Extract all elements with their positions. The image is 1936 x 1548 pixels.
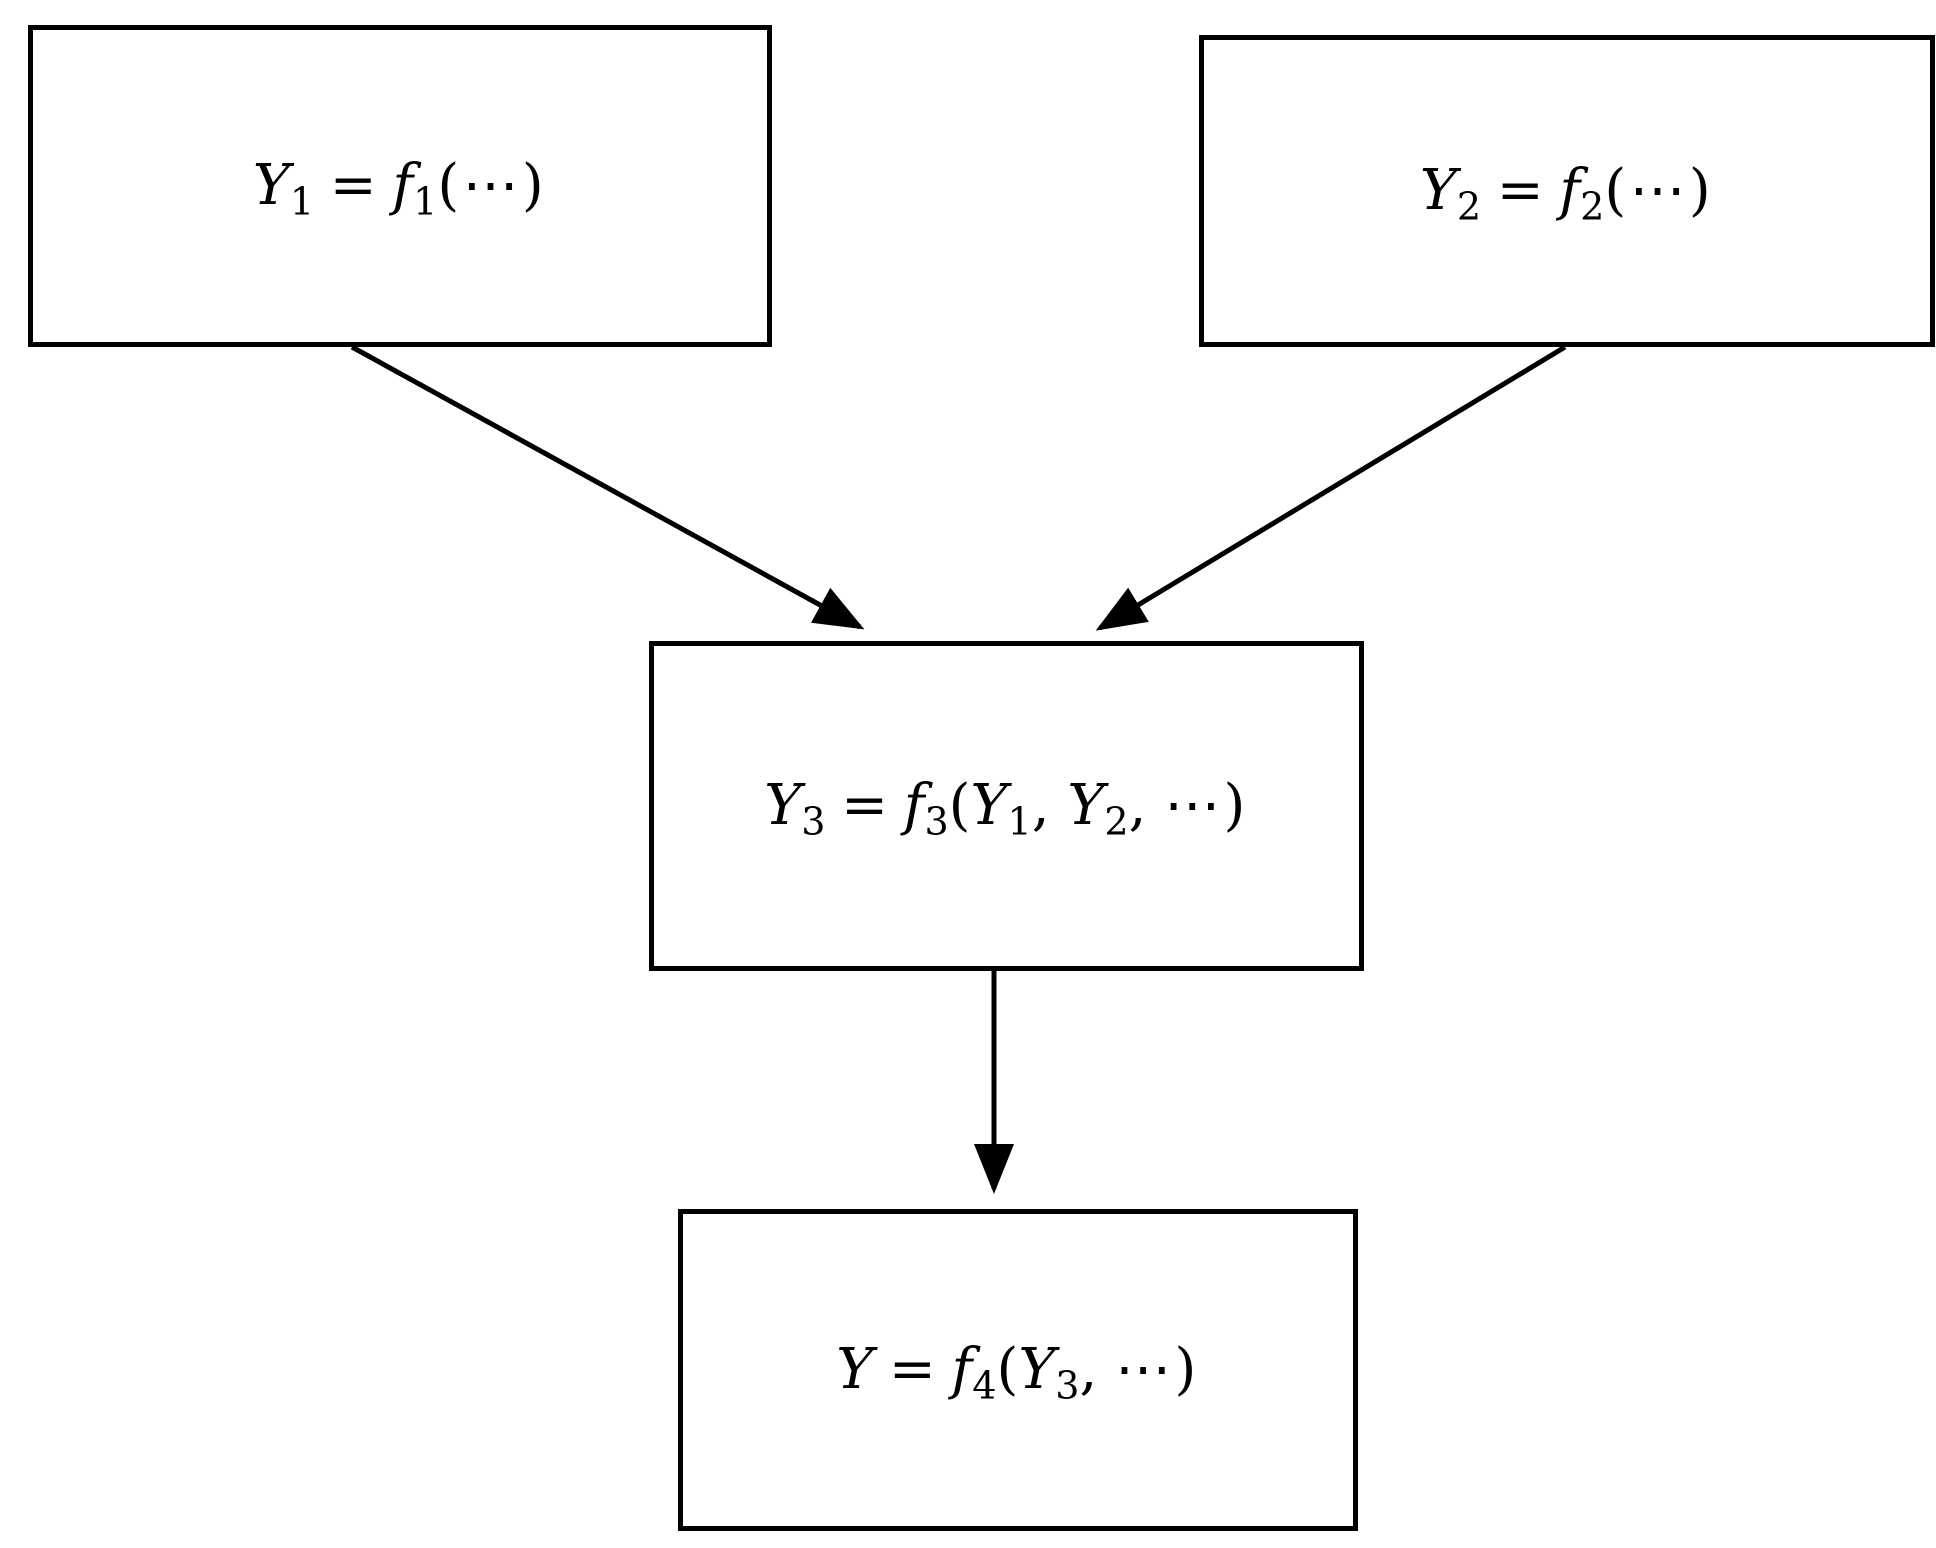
comma: , [1079,1337,1098,1402]
equation-y: Y=f4(Y3, ⋯) [836,1342,1199,1405]
args-tail: ⋯) [1115,1337,1200,1402]
arg2-var: Y [1067,773,1105,838]
function-args: (⋯) [1604,158,1715,223]
equals-sign: = [329,153,377,218]
lhs-var: Y [764,773,802,838]
arg1-var: Y [1018,1337,1056,1402]
function-subscript: 2 [1580,184,1605,229]
equals-sign: = [1496,158,1544,223]
lhs-subscript: 2 [1456,184,1482,229]
arg2-subscript: 2 [1104,799,1129,844]
args-tail: ⋯) [1164,773,1249,838]
node-y1: Y1=f1(⋯) [28,25,772,347]
function-name: f [903,773,925,838]
function-subscript: 4 [972,1363,997,1408]
lhs-var: Y [252,153,290,218]
function-name: f [1559,158,1581,223]
equals-sign: = [888,1337,936,1402]
equation-y2: Y2=f2(⋯) [1420,163,1714,226]
comma: , [1128,773,1147,838]
lhs-subscript: 3 [801,799,826,844]
equation-y3: Y3=f3(Y1, Y2, ⋯) [764,778,1249,841]
function-name: f [392,153,414,218]
equals-sign: = [841,773,889,838]
open-paren: ( [996,1337,1019,1402]
edge-y2-to-y3 [1095,344,1567,631]
node-y3: Y3=f3(Y1, Y2, ⋯) [649,641,1364,971]
edge-y1-to-y3 [350,344,865,630]
arg1-subscript: 1 [1007,799,1032,844]
lhs-subscript: 1 [289,179,315,224]
node-y2: Y2=f2(⋯) [1199,35,1935,347]
function-subscript: 1 [413,179,438,224]
function-subscript: 3 [924,799,949,844]
lhs-var: Y [1419,158,1457,223]
comma: , [1031,773,1050,838]
function-name: f [951,1337,973,1402]
function-args: (⋯) [437,153,548,218]
lhs-var: Y [836,1337,874,1402]
equation-y1: Y1=f1(⋯) [253,158,547,221]
arg1-var: Y [970,773,1008,838]
arg1-subscript: 3 [1055,1363,1080,1408]
node-y: Y=f4(Y3, ⋯) [678,1209,1358,1531]
open-paren: ( [948,773,971,838]
